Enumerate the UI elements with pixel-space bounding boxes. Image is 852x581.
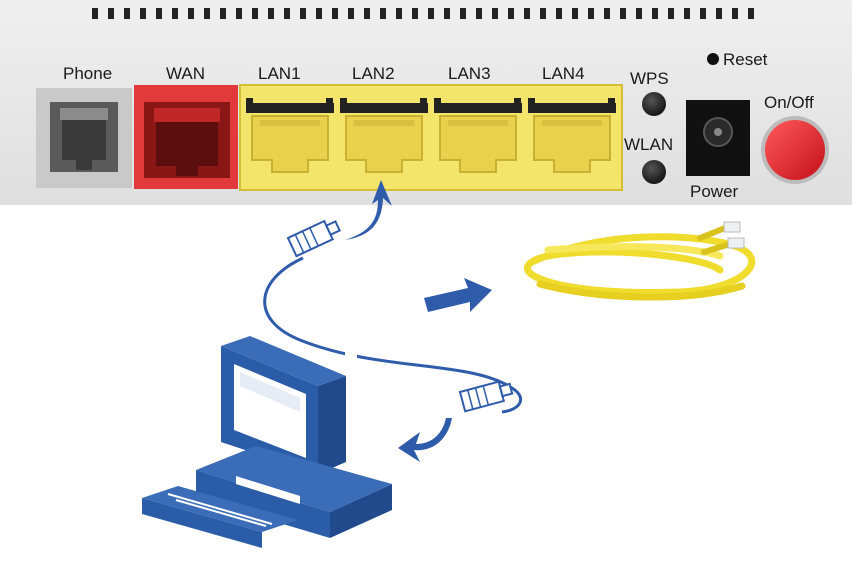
port-label-lan1: LAN1 [258, 64, 301, 83]
wlan-button[interactable] [642, 160, 666, 184]
lan2-port[interactable] [340, 98, 428, 173]
ethernet-plug-icon [458, 380, 514, 413]
power-jack[interactable] [686, 100, 750, 176]
onoff-button[interactable] [761, 116, 829, 184]
vent-slots [92, 8, 754, 19]
reset-hole[interactable] [707, 53, 719, 65]
arrow-icon [345, 180, 392, 240]
port-label-phone: Phone [63, 64, 112, 83]
wlan-label: WLAN [624, 135, 673, 154]
power-label: Power [690, 182, 739, 201]
computer-icon [142, 336, 392, 548]
wan-port[interactable] [134, 85, 238, 189]
phone-port[interactable] [36, 88, 132, 188]
wps-button[interactable] [642, 92, 666, 116]
onoff-label: On/Off [764, 93, 814, 112]
port-label-lan2: LAN2 [352, 64, 395, 83]
wps-label: WPS [630, 69, 669, 88]
port-label-lan4: LAN4 [542, 64, 585, 83]
lan1-port[interactable] [246, 98, 334, 173]
arrow-icon [398, 418, 452, 462]
port-label-lan3: LAN3 [448, 64, 491, 83]
reset-label: Reset [723, 50, 768, 69]
ethernet-cable-coil-icon [524, 221, 756, 301]
lan3-port[interactable] [434, 98, 522, 173]
arrow-icon [424, 278, 492, 312]
ethernet-plug-icon [286, 219, 341, 258]
lan4-port[interactable] [528, 98, 616, 173]
port-label-wan: WAN [166, 64, 205, 83]
network-cable-line [263, 256, 523, 414]
